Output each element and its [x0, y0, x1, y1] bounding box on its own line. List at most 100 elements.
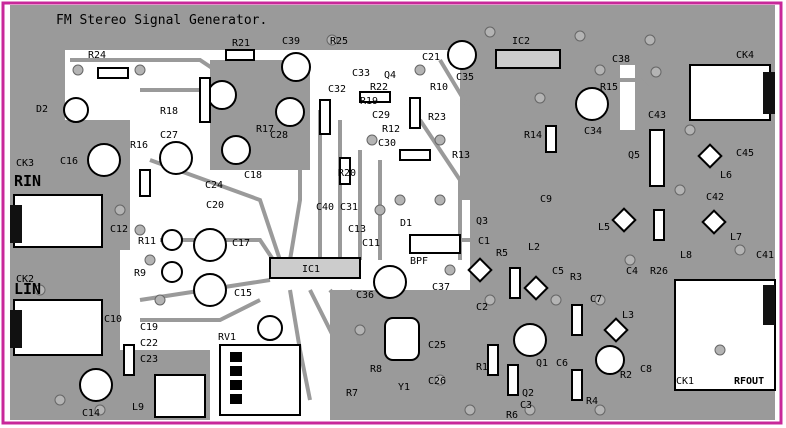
component-label-c6: C6 — [556, 358, 568, 369]
component-label-r19: R19 — [360, 96, 378, 107]
electrolytic-capacitors — [63, 40, 625, 402]
component-label-r15: R15 — [600, 82, 618, 93]
component-label-c2: C2 — [476, 302, 488, 313]
component-label-c36: C36 — [356, 290, 374, 301]
component-label-c21: C21 — [422, 52, 440, 63]
component-label-c23: C23 — [140, 354, 158, 365]
solder-pads — [34, 26, 746, 416]
component-label-r9: R9 — [134, 268, 146, 279]
component-label-r1: R1 — [476, 362, 488, 373]
connector-ck1 — [674, 279, 776, 391]
component-label-c27: C27 — [160, 130, 178, 141]
component-label-c31: C31 — [340, 202, 358, 213]
inductors — [467, 143, 727, 343]
component-label-c43: C43 — [648, 110, 666, 121]
component-label-c1: C1 — [478, 236, 490, 247]
component-label-c28: C28 — [270, 130, 288, 141]
rfout-label: RFOUT — [734, 376, 764, 387]
connector-ck4 — [689, 64, 775, 121]
component-label-c39: C39 — [282, 36, 300, 47]
component-label-r25: R25 — [330, 36, 348, 47]
component-label-ck2: CK2 — [16, 274, 34, 285]
component-label-r7: R7 — [346, 388, 358, 399]
component-label-c10: C10 — [104, 314, 122, 325]
dip-switch — [219, 344, 301, 416]
component-label-l7: L7 — [730, 232, 742, 243]
component-label-c38: C38 — [612, 54, 630, 65]
component-label-c17: C17 — [232, 238, 250, 249]
component-label-rv1: RV1 — [218, 332, 236, 343]
component-label-c32: C32 — [328, 84, 346, 95]
component-label-c41: C41 — [756, 250, 774, 261]
component-label-c34: C34 — [584, 126, 602, 137]
component-label-c3: C3 — [520, 400, 532, 411]
component-label-r21: R21 — [232, 38, 250, 49]
component-label-c26: C26 — [428, 376, 446, 387]
component-label-r13: R13 — [452, 150, 470, 161]
component-label-ck3: CK3 — [16, 158, 34, 169]
component-label-c19: C19 — [140, 322, 158, 333]
component-label-q3: Q3 — [476, 216, 488, 227]
component-label-q5: Q5 — [628, 150, 640, 161]
component-label-c8: C8 — [640, 364, 652, 375]
component-label-c29: C29 — [372, 110, 390, 121]
component-label-d2: D2 — [36, 104, 48, 115]
resistors — [97, 49, 665, 401]
component-label-r8: R8 — [370, 364, 382, 375]
component-label-q4: Q4 — [384, 70, 396, 81]
component-label-c20: C20 — [206, 200, 224, 211]
component-label-c9: C9 — [540, 194, 552, 205]
component-label-c11: C11 — [362, 238, 380, 249]
component-label-r5: R5 — [496, 248, 508, 259]
component-label-r12: R12 — [382, 124, 400, 135]
connector-ck2 — [10, 299, 103, 356]
lin-label: LIN — [14, 280, 41, 298]
component-label-r6: R6 — [506, 410, 518, 421]
component-label-ic1: IC1 — [302, 264, 320, 275]
component-label-c24: C24 — [205, 180, 223, 191]
component-label-r10: R10 — [430, 82, 448, 93]
component-label-r24: R24 — [88, 50, 106, 61]
component-label-c33: C33 — [352, 68, 370, 79]
board-title: FM Stereo Signal Generator. — [56, 13, 267, 28]
component-label-r2: R2 — [620, 370, 632, 381]
component-label-c30: C30 — [378, 138, 396, 149]
component-label-ck4: CK4 — [736, 50, 754, 61]
component-label-ck1: CK1 — [676, 376, 694, 387]
component-label-r11: R11 — [138, 236, 156, 247]
rin-label: RIN — [14, 172, 41, 190]
component-label-l9: L9 — [132, 402, 144, 413]
component-label-c7: C7 — [590, 294, 602, 305]
component-label-c35: C35 — [456, 72, 474, 83]
crystal-y1 — [384, 317, 420, 361]
ic2-chip — [495, 49, 561, 69]
component-label-c14: C14 — [82, 408, 100, 419]
component-label-r4: R4 — [586, 396, 598, 407]
component-label-c18: C18 — [244, 170, 262, 181]
component-label-q2: Q2 — [522, 388, 534, 399]
component-label-r16: R16 — [130, 140, 148, 151]
component-label-r17: R17 — [256, 124, 274, 135]
component-label-y1: Y1 — [398, 382, 410, 393]
component-label-l6: L6 — [720, 170, 732, 181]
component-label-c16: C16 — [60, 156, 78, 167]
component-label-r22: R22 — [370, 82, 388, 93]
component-label-r26: R26 — [650, 266, 668, 277]
component-label-r14: R14 — [524, 130, 542, 141]
connector-ck3 — [10, 194, 103, 248]
component-label-c4: C4 — [626, 266, 638, 277]
ic1-chip — [269, 257, 361, 279]
component-label-c37: C37 — [432, 282, 450, 293]
trimmer-l9 — [154, 374, 206, 418]
component-label-l2: L2 — [528, 242, 540, 253]
component-label-c40: C40 — [316, 202, 334, 213]
component-label-c13: C13 — [348, 224, 366, 235]
component-label-r18: R18 — [160, 106, 178, 117]
component-label-l3: L3 — [622, 310, 634, 321]
component-label-c22: C22 — [140, 338, 158, 349]
component-label-c5: C5 — [552, 266, 564, 277]
component-label-c45: C45 — [736, 148, 754, 159]
component-label-c12: C12 — [110, 224, 128, 235]
